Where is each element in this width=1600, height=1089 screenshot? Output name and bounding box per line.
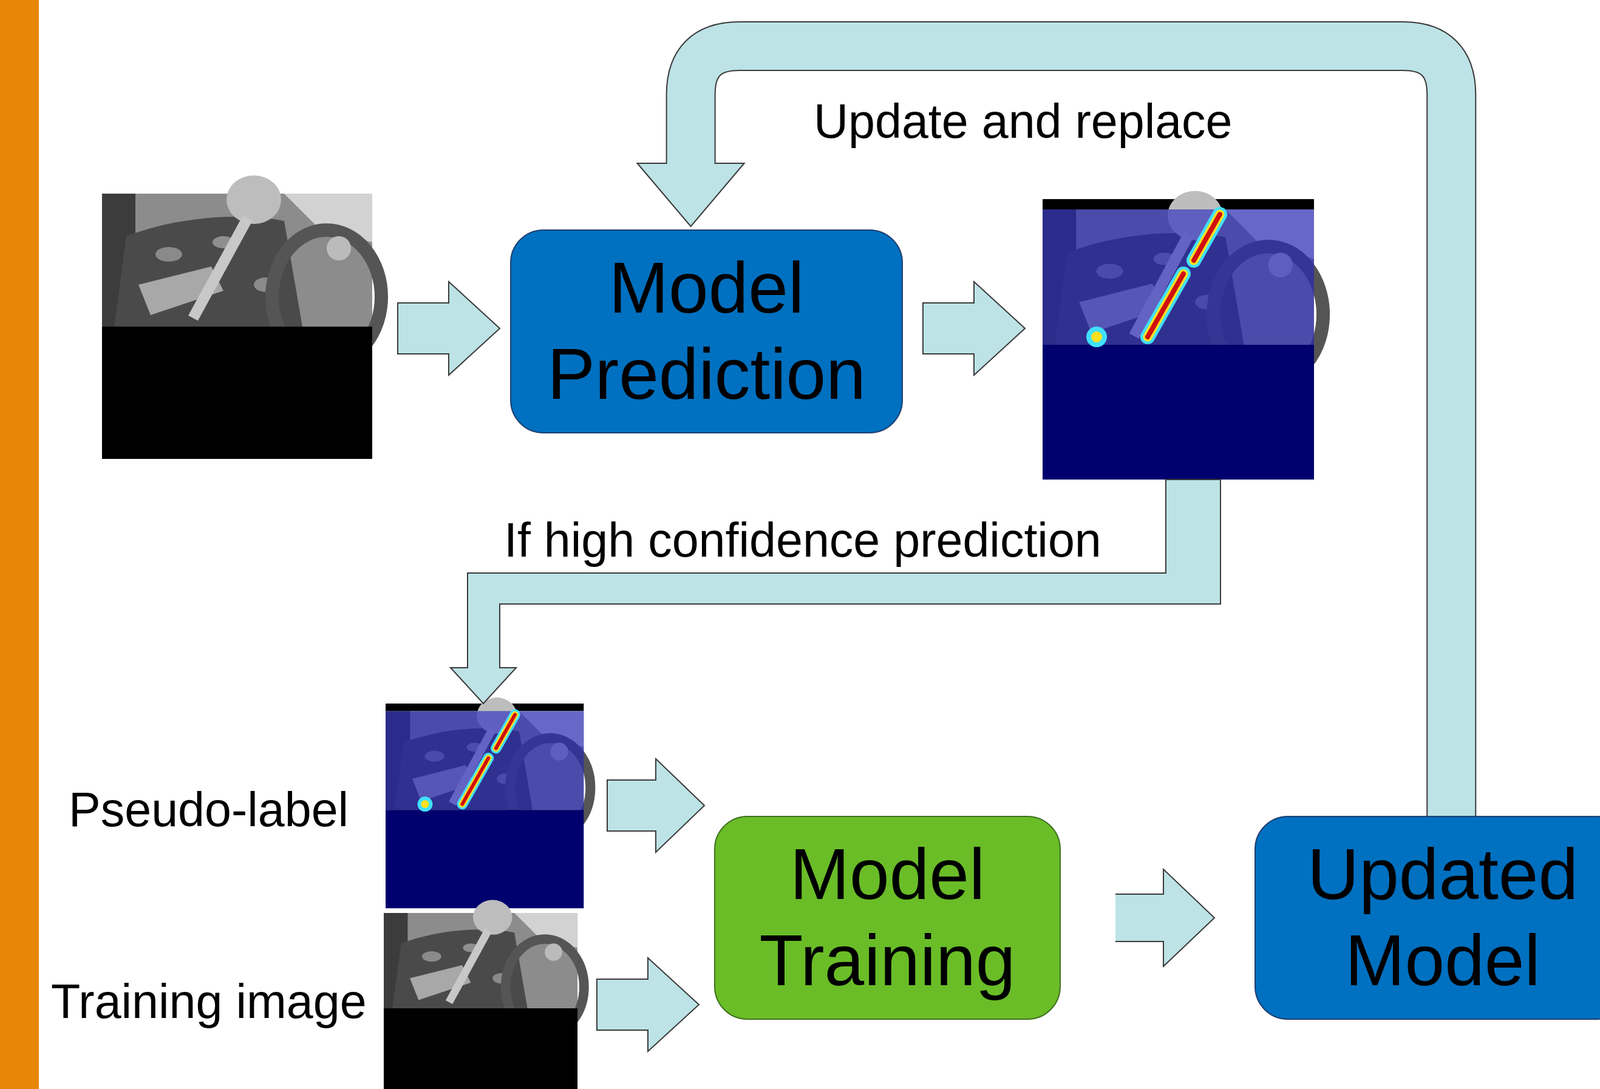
- black-pad: [102, 326, 373, 460]
- black-pad: [383, 1008, 578, 1089]
- arrowhead: [1163, 869, 1215, 967]
- block-arrow: [397, 281, 500, 376]
- arrowhead: [637, 163, 745, 227]
- input-image: [102, 175, 382, 460]
- arrow-shaft: [1115, 895, 1166, 942]
- block-arrow: [1115, 869, 1215, 967]
- annotation-label: Training image: [51, 977, 367, 1026]
- block-arrow: [450, 479, 1221, 704]
- heatmap-image: [1042, 190, 1324, 480]
- process-box: Model Training: [714, 816, 1061, 1021]
- annotation-label: If high confidence prediction: [503, 516, 1102, 565]
- annotation-label: Pseudo-label: [68, 785, 349, 834]
- pseudo-label-image: [385, 697, 591, 909]
- block-arrow: [922, 281, 1025, 376]
- training-image: [383, 899, 585, 1089]
- process-box: Updated Model: [1254, 816, 1600, 1021]
- node-text: Model Prediction: [528, 245, 885, 418]
- side-bar: [0, 0, 39, 1089]
- node-text: Updated Model: [1272, 831, 1600, 1004]
- process-box: Model Prediction: [510, 229, 903, 434]
- node-text: Model Training: [732, 831, 1043, 1004]
- block-arrow: [596, 958, 699, 1052]
- edge-label: Update and replace: [813, 97, 1233, 146]
- block-arrow: [607, 759, 705, 853]
